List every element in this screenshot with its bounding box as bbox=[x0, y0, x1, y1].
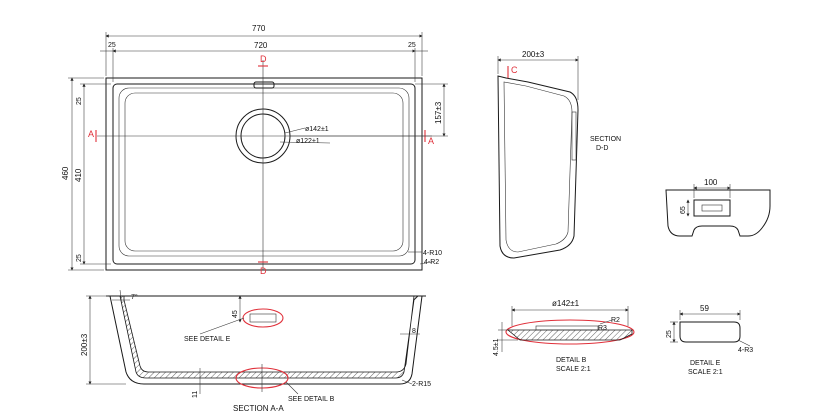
label-c: C bbox=[511, 65, 518, 75]
detail-c-outline bbox=[665, 189, 771, 237]
dim-inner-depth: 410 bbox=[74, 168, 83, 182]
detail-b-scale: SCALE 2:1 bbox=[556, 366, 591, 373]
section-dd-title-2: D-D bbox=[596, 145, 608, 152]
detail-b-flange bbox=[506, 329, 633, 341]
dim-edge-left: 25 bbox=[108, 42, 116, 49]
dim-inner-width: 720 bbox=[254, 41, 268, 50]
section-aa-title: SECTION A-A bbox=[233, 404, 284, 413]
detail-e-width: 59 bbox=[700, 304, 709, 313]
dim-corner-inner: 4-R10 bbox=[423, 250, 442, 257]
see-detail-b: SEE DETAIL B bbox=[288, 396, 335, 403]
detail-b-view: ø142±1 R2 R3 4.5±1 DETAIL B SCALE 2:1 bbox=[493, 299, 635, 373]
section-dd-outer bbox=[497, 75, 579, 259]
dim-edge-top: 25 bbox=[76, 97, 83, 105]
dim-corner-outer: 4-R2 bbox=[424, 259, 439, 266]
detail-c-slot bbox=[693, 199, 731, 217]
label-d-bottom: D bbox=[260, 266, 267, 276]
dim-section-depth: 200±3 bbox=[80, 333, 89, 356]
detail-b-dia: ø142±1 bbox=[552, 299, 580, 308]
section-dd-overflow bbox=[571, 111, 577, 161]
dim-drain-outer: ø142±1 bbox=[305, 126, 329, 133]
detail-c-view: 100 65 bbox=[665, 178, 771, 237]
dim-overall-depth: 460 bbox=[61, 166, 70, 180]
section-aa-view: SEE DETAIL E SEE DETAIL B 7° 200±3 45 8 … bbox=[80, 289, 431, 413]
detail-c-height: 65 bbox=[680, 206, 687, 214]
dim-bottom: 11 bbox=[192, 391, 199, 398]
plan-view: A A D D 770 720 25 25 460 410 25 25 157±… bbox=[61, 24, 448, 276]
detail-b-strainer bbox=[535, 325, 599, 331]
dim-radius: 2-R15 bbox=[412, 381, 431, 388]
detail-b-title: DETAIL B bbox=[556, 357, 587, 364]
detail-e-view: 59 25 4-R3 DETAIL E SCALE 2:1 bbox=[666, 304, 753, 376]
detail-c-width: 100 bbox=[704, 178, 718, 187]
dim-wall: 8 bbox=[412, 328, 416, 335]
detail-b-outline-ellipse bbox=[505, 319, 635, 345]
dim-overall-width: 770 bbox=[252, 24, 266, 33]
section-dd-inner bbox=[503, 81, 573, 253]
label-a-left: A bbox=[88, 129, 94, 139]
detail-b-r2: R2 bbox=[611, 317, 620, 324]
dim-drain-offset: 157±3 bbox=[434, 101, 443, 124]
sink-outer-outline bbox=[105, 77, 423, 271]
sink-top-edge bbox=[112, 83, 416, 265]
dim-drain-inner: ø122±1 bbox=[296, 138, 320, 145]
sink-bowl-outline bbox=[118, 87, 410, 257]
detail-b-r3: R3 bbox=[598, 325, 607, 332]
sink-bowl-inner bbox=[124, 92, 404, 252]
dim-edge-right: 25 bbox=[408, 42, 416, 49]
detail-e-slot bbox=[249, 313, 277, 323]
overflow-slot bbox=[253, 81, 275, 89]
detail-e-title: DETAIL E bbox=[690, 360, 721, 367]
detail-e-outline bbox=[679, 321, 741, 343]
section-aa-outer bbox=[109, 295, 423, 385]
label-a-right: A bbox=[428, 136, 434, 146]
dim-edge-bottom: 25 bbox=[76, 254, 83, 262]
label-d-top: D bbox=[260, 54, 267, 64]
detail-e-radius: 4-R3 bbox=[738, 347, 753, 354]
detail-e-height: 25 bbox=[666, 330, 673, 338]
section-dd-title-1: SECTION bbox=[590, 136, 621, 143]
detail-c-slot-inner bbox=[701, 204, 723, 212]
detail-e-scale: SCALE 2:1 bbox=[688, 369, 723, 376]
detail-b-height: 4.5±1 bbox=[493, 338, 500, 356]
see-detail-e: SEE DETAIL E bbox=[184, 336, 231, 343]
section-dd-width: 200±3 bbox=[522, 50, 545, 59]
dim-lip: 45 bbox=[232, 310, 239, 318]
dim-angle: 7° bbox=[131, 293, 138, 301]
section-dd-view: 200±3 C SECTION D-D bbox=[497, 50, 621, 259]
section-aa-hatched-wall bbox=[112, 295, 419, 379]
detail-e-ellipse bbox=[242, 308, 284, 328]
